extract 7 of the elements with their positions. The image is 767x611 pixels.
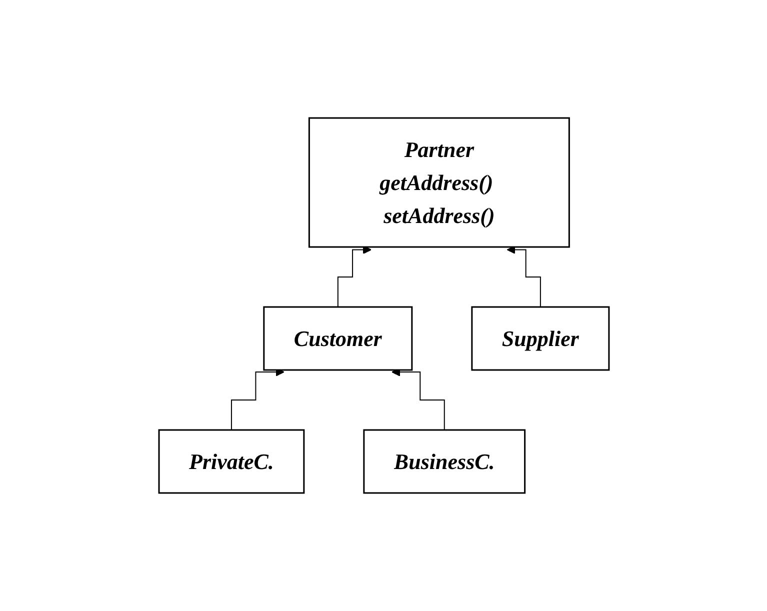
node-box: Customer	[262, 306, 412, 371]
node-box: PrivateC.	[158, 429, 304, 494]
node-box: Supplier	[470, 306, 610, 371]
arrow	[506, 245, 540, 308]
node-box: BusinessC.	[362, 429, 526, 494]
arrow	[336, 245, 372, 308]
node-box: Partner getAddress() setAddress()	[308, 117, 570, 248]
